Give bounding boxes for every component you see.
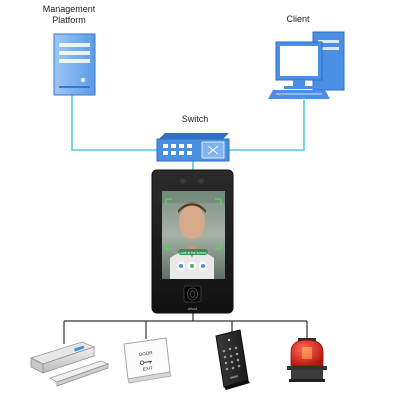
management-label-line1: Management [42,4,96,14]
exit-button-icon: DOOR EXIT [123,337,172,384]
exit-button-text-exit: EXIT [142,365,153,371]
cable-client-to-switch [229,100,305,151]
switch-label: Switch [181,114,209,124]
desktop-computer-icon [268,31,345,99]
magnetic-lock-icon [29,341,110,387]
server-icon [53,33,96,96]
card-reader-keypad-icon [215,329,250,390]
terminal-screen: Look at the screen [162,191,225,279]
management-label-line2: Platform [52,15,86,25]
keypad-keys [222,346,241,371]
alarm-beacon-icon [287,338,327,382]
face-recognition-terminal: Look at the screen alhua [151,169,234,314]
network-switch-icon [156,133,230,162]
terminal-brand-logo: alhua [188,306,199,311]
cable-management-to-switch [71,95,157,151]
management-platform-label: Management Platform [34,4,104,26]
exit-button-text-door: DOOR [139,350,154,357]
key-icon [139,360,153,365]
screen-caption: Look at the screen [179,251,206,255]
peripheral-wiring [63,312,308,344]
client-label: Client [286,14,310,24]
